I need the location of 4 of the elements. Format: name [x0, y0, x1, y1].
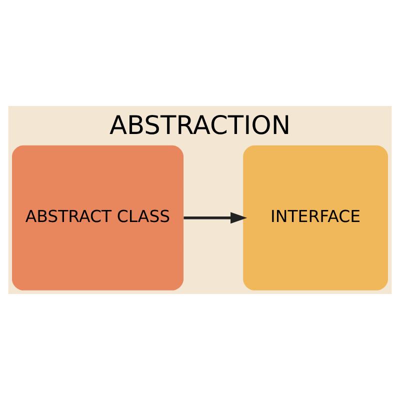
arrow — [184, 212, 248, 224]
node-box: INTERFACE — [243, 145, 388, 290]
node-box: ABSTRACT CLASS — [12, 145, 184, 290]
diagram-title: ABSTRACTION — [109, 110, 291, 141]
